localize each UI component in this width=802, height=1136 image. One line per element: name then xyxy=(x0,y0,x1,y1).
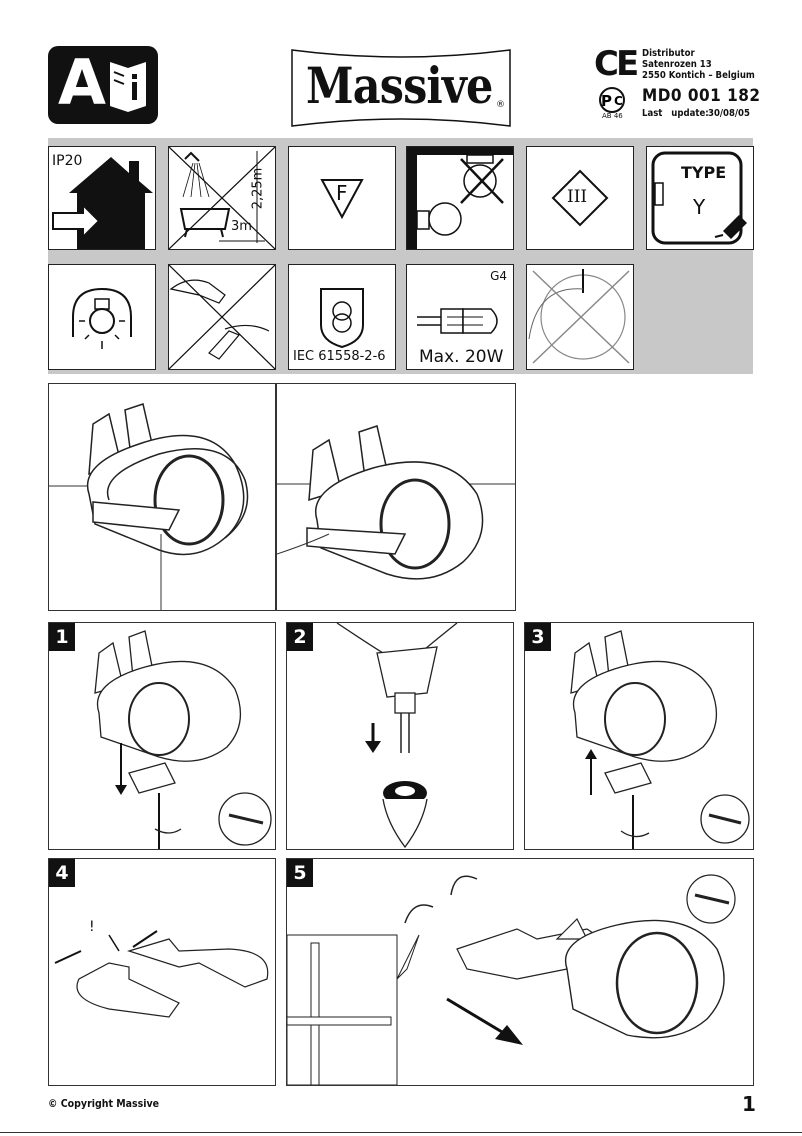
registered-mark: ® xyxy=(496,100,505,110)
step-4-illustration xyxy=(54,930,269,1018)
step-2-panel: 2 xyxy=(286,622,514,850)
distributor-label: Distributor xyxy=(642,48,695,59)
product-overview-table xyxy=(276,383,516,611)
no-metal-ceiling-symbol xyxy=(406,146,514,250)
f-mark-symbol: F xyxy=(288,146,396,250)
step-4-panel: 4 ! xyxy=(48,858,276,1086)
transformer-type-symbol: TYPE Y xyxy=(646,146,754,250)
bath-width: 3m xyxy=(231,219,252,234)
f-triangle-icon xyxy=(320,179,364,220)
caution-mark: ! xyxy=(89,919,95,935)
copyright: © Copyright Massive xyxy=(48,1098,160,1110)
plug-cord-icon xyxy=(651,151,747,245)
no-bare-hands-symbol xyxy=(168,264,276,370)
step-number: 3 xyxy=(525,623,551,651)
last-update-label: Last update: xyxy=(642,108,709,119)
bathroom-zone-symbol: 2,25m 3m xyxy=(168,146,276,250)
bulb-socket: G4 xyxy=(490,269,507,283)
class-mark: III xyxy=(567,187,588,207)
type-value: Y xyxy=(693,195,706,219)
ce-mark: CE xyxy=(594,44,639,84)
g4-halogen-bulb-icon xyxy=(417,308,498,334)
shield-transformer-icon xyxy=(320,288,364,349)
manual-badge: A xyxy=(48,46,158,124)
last-update-date: 30/08/05 xyxy=(708,108,750,119)
gost-code: AB 46 xyxy=(602,112,623,120)
iec-standard: IEC 61558-2-6 xyxy=(293,349,386,364)
step-2-illustration xyxy=(336,623,458,849)
pct-certification-icon: P C xyxy=(599,87,625,113)
step-5-panel: 5 xyxy=(286,858,754,1086)
gost-mark: P C AB 46 xyxy=(594,86,634,122)
hot-bulb-icon xyxy=(72,287,132,349)
bath-height: 2,25m xyxy=(250,167,266,210)
hot-lamp-symbol xyxy=(48,264,156,370)
brand-name: Massive xyxy=(306,56,493,115)
brand-banner-icon xyxy=(291,49,511,127)
airplane-lamp-wall-illustration xyxy=(49,403,249,610)
distributor-block: Distributor Satenrozen 13 2550 Kontich –… xyxy=(642,48,755,81)
indoor-use-symbol: IP20 xyxy=(48,146,156,250)
class-iii-diamond-icon xyxy=(551,169,609,227)
ip-rating: IP20 xyxy=(52,153,83,169)
step-3-illustration xyxy=(570,630,750,849)
model-number: MD0 001 182 xyxy=(642,86,761,106)
product-overview-wall xyxy=(48,383,276,611)
manual-badge-letter: A xyxy=(58,46,106,119)
no-suspension-icon xyxy=(528,269,630,364)
no-touch-bulb-icon xyxy=(169,265,275,369)
step-5-illustration xyxy=(287,874,736,1085)
symbols-background xyxy=(48,138,753,374)
bulb-spec-symbol: G4 Max. 20W xyxy=(406,264,514,370)
bathroom-zone-icon xyxy=(169,147,275,249)
class-iii-symbol: III xyxy=(526,146,634,250)
step-number: 2 xyxy=(287,623,313,651)
step-1-panel: 1 xyxy=(48,622,276,850)
step-number: 4 xyxy=(49,859,75,887)
safety-transformer-symbol: IEC 61558-2-6 xyxy=(288,264,396,370)
distributor-city: 2550 Kontich – Belgium xyxy=(642,70,755,81)
step-number: 5 xyxy=(287,859,313,887)
no-hanging-symbol xyxy=(526,264,634,370)
info-book-icon xyxy=(110,62,146,112)
svg-text:C: C xyxy=(614,94,623,108)
step-3-panel: 3 xyxy=(524,622,754,850)
max-power: Max. 20W xyxy=(419,347,504,367)
house-icon xyxy=(52,157,153,249)
step-1-illustration xyxy=(94,630,272,849)
svg-text:P: P xyxy=(601,92,612,110)
f-mark: F xyxy=(336,181,348,205)
brand-logo: Massive ® xyxy=(288,46,514,130)
distributor-street: Satenrozen 13 xyxy=(642,59,712,70)
type-label: TYPE xyxy=(681,163,727,182)
no-ceiling-mount-icon xyxy=(407,147,513,249)
airplane-lamp-table-illustration xyxy=(277,425,515,580)
bottom-rule xyxy=(0,1132,802,1133)
page-number: 1 xyxy=(742,1092,756,1116)
step-number: 1 xyxy=(49,623,75,651)
